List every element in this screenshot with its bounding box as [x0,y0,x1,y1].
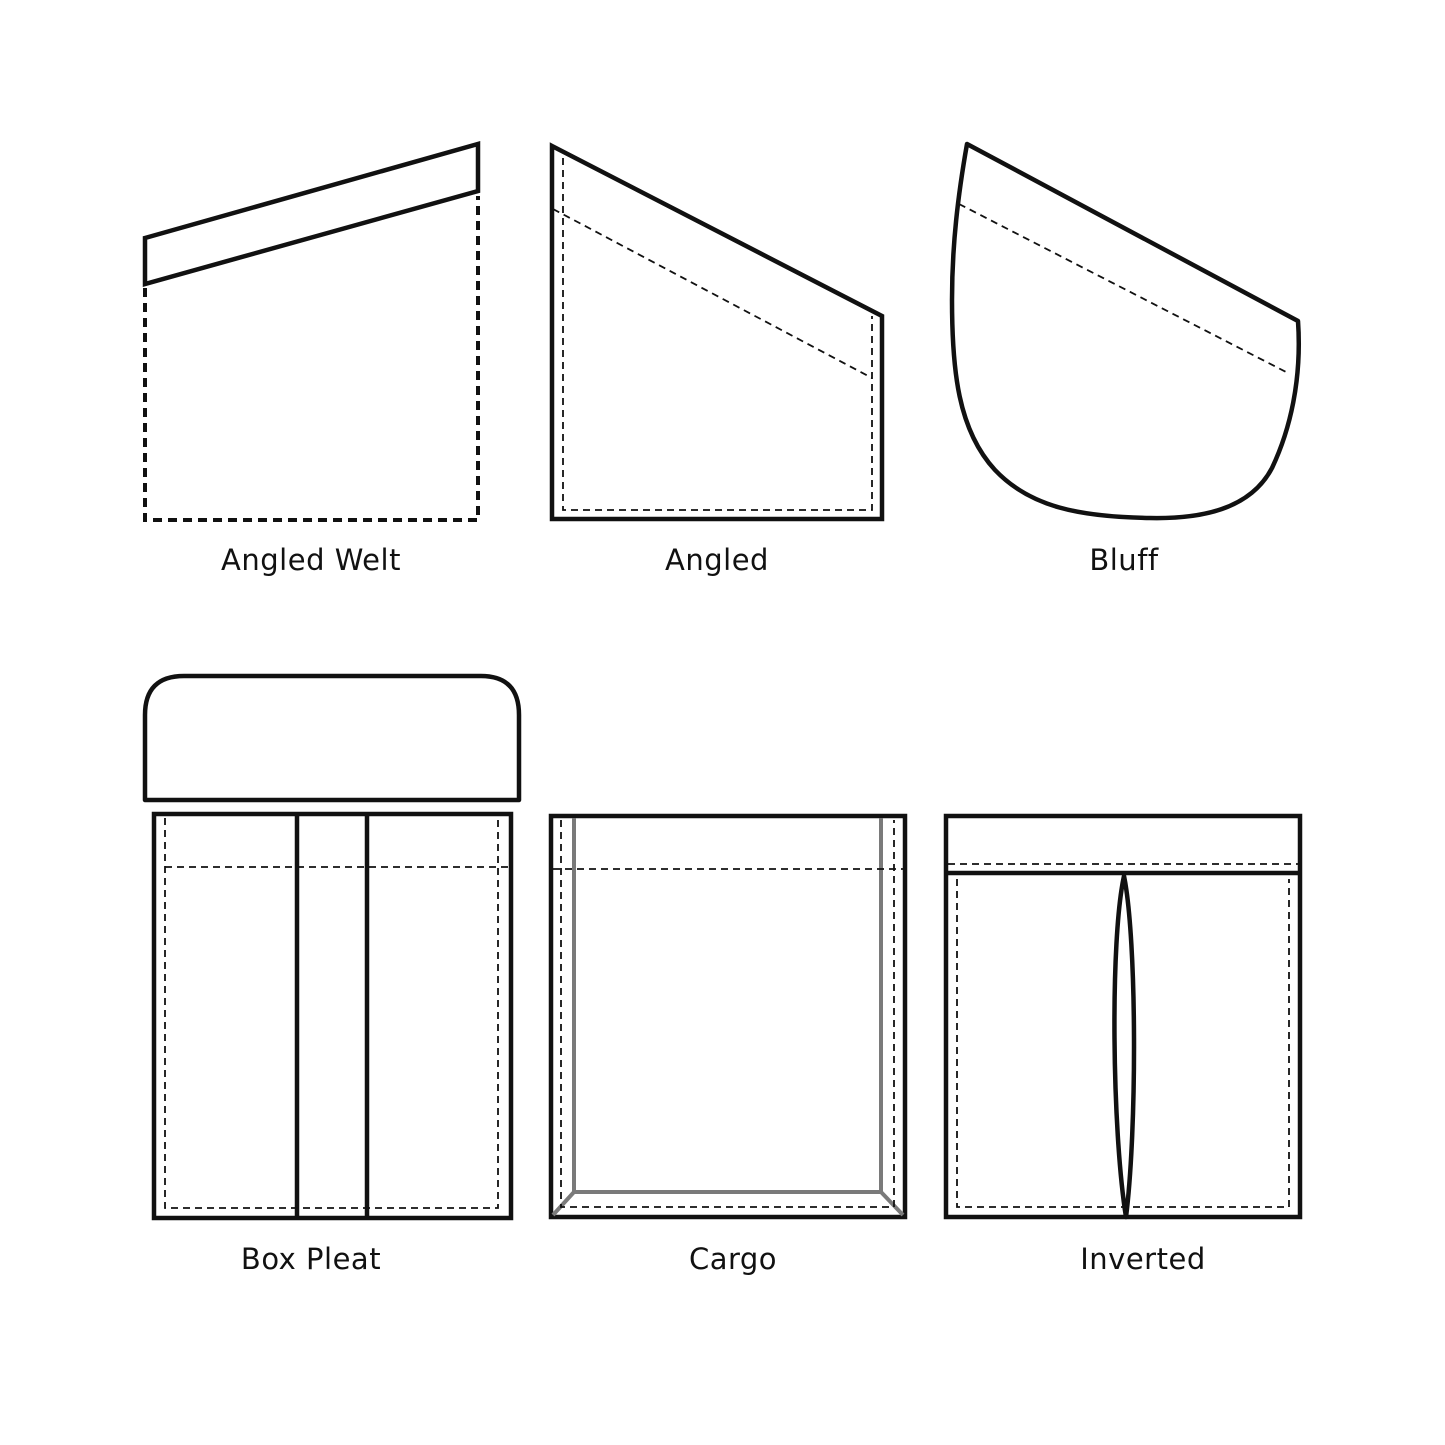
inverted-stitch-edge [956,879,1290,1208]
box-pleat-stitch-edge [164,818,499,1209]
cargo-body [548,813,908,1220]
box-pleat-label: Box Pleat [241,1242,381,1276]
angled-stitch-edge [562,158,873,511]
cargo-label: Cargo [689,1242,777,1276]
cargo-gusset [551,818,905,1217]
box-pleat-body [151,811,514,1221]
box-pleat-flap [142,673,522,803]
angled-welt-welt-strip [142,141,481,287]
cargo-stitch-edge [560,820,895,1208]
angled-outline [549,142,885,522]
inverted-pocket: Inverted [943,813,1303,1276]
cargo-pocket: Cargo [548,813,908,1276]
inverted-pleat [1112,873,1137,1220]
box-pleat-pocket: Box Pleat [142,673,522,1276]
bluff-stitch-fold [958,203,1289,374]
inverted-body [943,813,1303,1220]
angled-welt-pocket: Angled Welt [142,141,481,577]
angled-stitch-fold [552,208,873,379]
bluff-pocket: Bluff [949,141,1301,577]
angled-welt-hidden-bag [143,196,480,522]
angled-label: Angled [665,543,769,577]
bluff-label: Bluff [1089,543,1159,577]
inverted-label: Inverted [1080,1242,1205,1276]
angled-pocket: Angled [549,142,885,577]
bluff-outline [949,141,1301,521]
angled-welt-label: Angled Welt [221,543,401,577]
